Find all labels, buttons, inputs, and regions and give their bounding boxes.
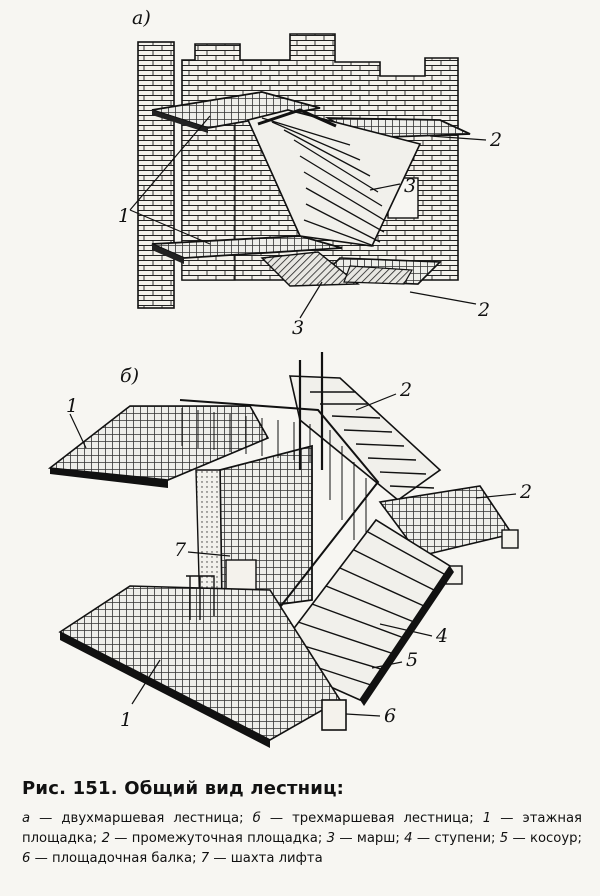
legend-key-5: 5 bbox=[499, 831, 509, 846]
railing bbox=[179, 399, 380, 621]
panel-b-label: б) bbox=[120, 365, 139, 387]
legend-key-2: 2 bbox=[101, 831, 110, 846]
legend-key-a: а bbox=[22, 811, 31, 826]
legend-text-5: — косоур; bbox=[512, 831, 582, 846]
callout-a-3-bottom: 3 bbox=[292, 317, 304, 339]
callout-b-7: 7 bbox=[174, 539, 187, 561]
callout-b-1-top: 1 bbox=[66, 395, 78, 417]
flight-steps-a bbox=[246, 108, 422, 247]
upper-flight-steps-b bbox=[310, 391, 435, 489]
callout-b-5: 5 bbox=[406, 649, 418, 671]
legend-text-7: — шахта лифта bbox=[213, 851, 323, 866]
callout-b-4: 4 bbox=[435, 625, 448, 647]
panel-b-three-flight-stair bbox=[47, 352, 519, 748]
legend-key-3: 3 bbox=[326, 831, 336, 846]
caption-legend: а — двухмаршевая лестница; б — трехмарше… bbox=[22, 809, 582, 869]
legend-text-2: — промежуточная площадка; bbox=[114, 831, 323, 846]
callout-a-2-top: 2 bbox=[489, 129, 502, 151]
figure-caption: Рис. 151. Общий вид лестниц: а — двухмар… bbox=[22, 778, 582, 869]
legend-key-6: 6 bbox=[22, 851, 31, 866]
legend-text-a: — двухмаршевая лестница; bbox=[39, 811, 244, 826]
callout-b-2-right: 2 bbox=[519, 481, 532, 503]
legend-key-7: 7 bbox=[200, 851, 210, 866]
legend-text-3: — марш; bbox=[339, 831, 400, 846]
callout-a-1: 1 bbox=[118, 205, 130, 227]
staircase-figure: а) 1 2 3 2 3 б) 1 2 2 7 4 5 1 6 bbox=[47, 7, 532, 748]
lower-flight-steps-b bbox=[268, 518, 454, 706]
legend-key-1: 1 bbox=[482, 811, 492, 826]
callout-b-2-top: 2 bbox=[399, 379, 412, 401]
callout-b-6: 6 bbox=[384, 705, 396, 727]
panel-a-label: а) bbox=[132, 7, 151, 29]
callout-a-2-bottom: 2 bbox=[477, 299, 490, 321]
legend-text-6: — площадочная балка; bbox=[34, 851, 197, 866]
callout-b-1-bottom: 1 bbox=[120, 709, 132, 731]
callout-a-3-side: 3 bbox=[404, 175, 416, 197]
legend-text-b: — трехмаршевая лестница; bbox=[269, 811, 474, 826]
legend-text-4: — ступени; bbox=[416, 831, 496, 846]
legend-key-4: 4 bbox=[404, 831, 413, 846]
legend-key-b: б bbox=[252, 811, 261, 826]
panel-a-two-flight-stair bbox=[129, 33, 487, 319]
caption-title: Рис. 151. Общий вид лестниц: bbox=[22, 778, 345, 799]
legend-text-1: — этажная площадка; bbox=[22, 811, 582, 846]
